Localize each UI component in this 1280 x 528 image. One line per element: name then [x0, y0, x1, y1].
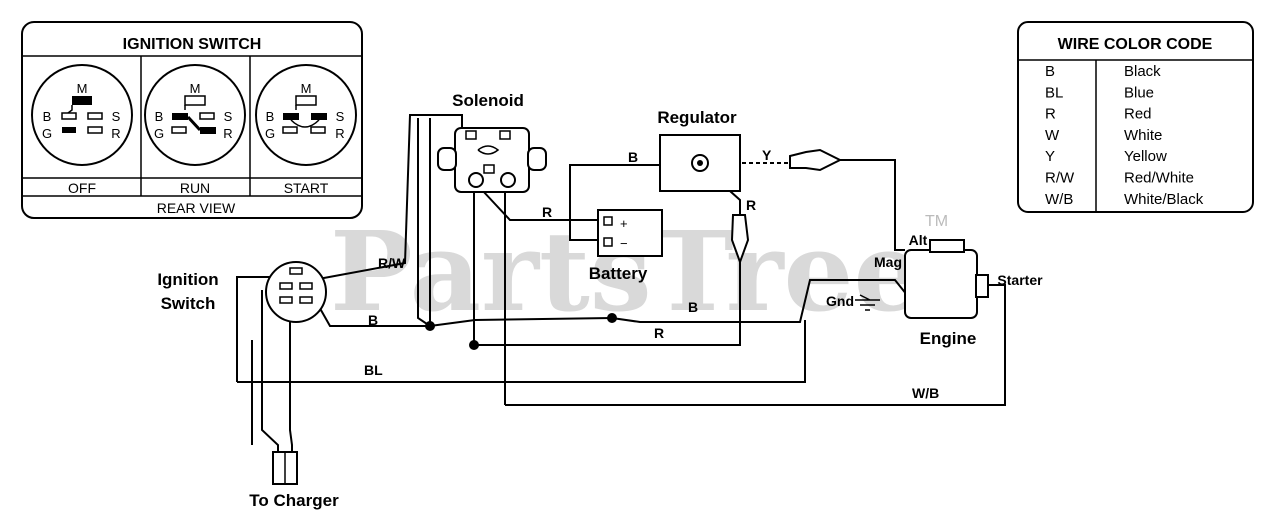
battery-label: Battery	[589, 264, 648, 283]
terminal-b-label: B	[43, 109, 52, 124]
ignition-switch: Ignition Switch	[157, 261, 327, 323]
watermark-tm: TM	[925, 213, 948, 230]
terminal-r-label: R	[335, 126, 344, 141]
wire-wb	[505, 284, 1006, 406]
switch-position-run: M B G S R RUN	[144, 64, 246, 196]
legend-code: R	[1045, 106, 1056, 123]
solenoid: Solenoid	[437, 91, 547, 193]
legend-color: White	[1124, 127, 1162, 144]
wire-label-b-mid: B	[688, 299, 698, 315]
wire-labels: R/W B BL R B Y R B R W/B	[364, 147, 939, 401]
wire-rw	[312, 114, 463, 281]
ignition-switch-panel: IGNITION SWITCH M B G S R OFF	[21, 21, 363, 219]
terminal-s-label: S	[336, 109, 345, 124]
charger-connector: To Charger	[249, 451, 339, 510]
battery-plus: +	[620, 216, 628, 231]
wire-label-r-regulator: R	[746, 197, 756, 213]
junction-dot	[469, 340, 479, 350]
wire-b-regulator	[569, 164, 660, 241]
regulator-label: Regulator	[657, 108, 737, 127]
terminal-g-label: G	[42, 126, 52, 141]
terminal-g-label: G	[265, 126, 275, 141]
wire-label-b: B	[368, 312, 378, 328]
ignition-switch-label-2: Switch	[161, 294, 216, 313]
wire-bl	[237, 320, 806, 383]
wire-label-r-mid: R	[654, 325, 664, 341]
legend-title: WIRE COLOR CODE	[1058, 36, 1213, 53]
terminal-g-label: G	[154, 126, 164, 141]
legend-code: W	[1045, 127, 1060, 144]
regulator-connector	[730, 214, 750, 265]
terminal-m-label: M	[190, 81, 201, 96]
wire-label-y: Y	[762, 147, 772, 163]
terminal-m-label: M	[77, 81, 88, 96]
alt-connector	[789, 148, 843, 172]
wire-label-bl: BL	[364, 362, 383, 378]
position-run-label: RUN	[180, 180, 210, 196]
legend-color: Yellow	[1124, 148, 1167, 165]
legend-code: B	[1045, 63, 1055, 80]
position-start-label: START	[284, 180, 329, 196]
wire-label-rw: R/W	[378, 255, 406, 271]
regulator: Regulator	[657, 108, 843, 265]
wire-label-wb: W/B	[912, 385, 939, 401]
terminal-s-label: S	[224, 109, 233, 124]
charger-label: To Charger	[249, 491, 339, 510]
battery: + − Battery	[589, 209, 663, 283]
switch-position-start: M B G S R START	[255, 64, 357, 196]
legend-code: Y	[1045, 148, 1055, 165]
terminal-b-label: B	[266, 109, 275, 124]
legend-code: W/B	[1045, 191, 1073, 208]
wire-charger-b	[289, 300, 293, 455]
legend-color: Red/White	[1124, 170, 1194, 187]
terminal-r-label: R	[223, 126, 232, 141]
wire-label-b-regulator: B	[628, 149, 638, 165]
legend-code: R/W	[1045, 170, 1075, 187]
gnd-label: Gnd	[826, 293, 854, 309]
legend-color: White/Black	[1124, 191, 1204, 208]
legend-color: Red	[1124, 106, 1152, 123]
engine: Alt Mag Gnd Starter Engine	[826, 232, 1043, 348]
terminal-b-label: B	[155, 109, 164, 124]
switch-position-off: M B G S R OFF	[31, 64, 133, 196]
mag-label: Mag	[874, 254, 902, 270]
ignition-panel-title: IGNITION SWITCH	[123, 36, 262, 53]
wire-label-r-solenoid: R	[542, 204, 552, 220]
legend-code: BL	[1045, 84, 1063, 101]
solenoid-label: Solenoid	[452, 91, 524, 110]
wire-bl-up	[236, 276, 280, 382]
terminal-m-label: M	[301, 81, 312, 96]
alt-label: Alt	[909, 232, 928, 248]
wire-charger-a	[261, 290, 279, 455]
battery-minus: −	[620, 236, 628, 251]
junction-dot	[425, 321, 435, 331]
terminal-r-label: R	[111, 126, 120, 141]
wire-b-ground	[611, 279, 916, 323]
junction-dot	[607, 313, 617, 323]
rear-view-label: REAR VIEW	[157, 200, 236, 216]
legend-color: Blue	[1124, 84, 1154, 101]
engine-label: Engine	[920, 329, 977, 348]
legend-color: Black	[1124, 63, 1161, 80]
wire-y-alt	[840, 159, 905, 251]
terminal-s-label: S	[112, 109, 121, 124]
position-off-label: OFF	[68, 180, 96, 196]
ignition-switch-label-1: Ignition	[157, 270, 218, 289]
starter-label: Starter	[997, 272, 1043, 288]
